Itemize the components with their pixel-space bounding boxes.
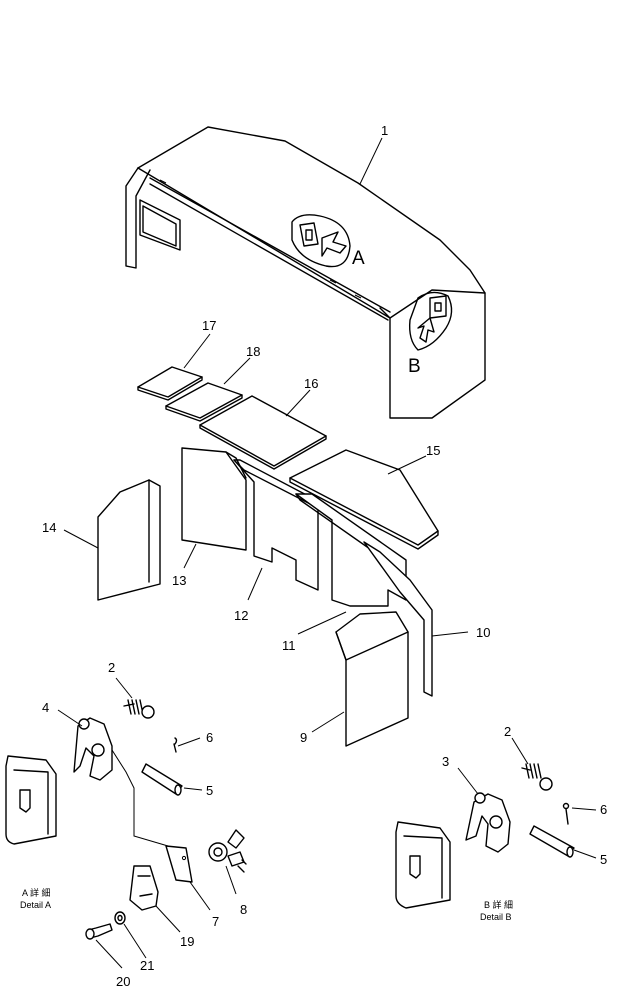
clip-6a	[173, 737, 178, 753]
view-label-b: B	[408, 356, 421, 377]
callout-labels: 1 17 18 16 15 14 13 12 11 10 9 2 4 6 5 8…	[42, 123, 607, 988]
panel-11	[295, 493, 407, 607]
callout-7: 7	[212, 914, 219, 929]
callout-6a: 6	[206, 730, 213, 745]
detail-a-caption: Detail A	[20, 900, 51, 910]
panel-9	[335, 611, 409, 747]
callout-4: 4	[42, 700, 49, 715]
bolt-20	[85, 923, 113, 940]
callout-11: 11	[282, 638, 296, 653]
callout-12: 12	[234, 608, 248, 623]
callout-15: 15	[426, 443, 440, 458]
callout-5a: 5	[206, 783, 213, 798]
panel-14	[97, 479, 161, 601]
callout-17: 17	[202, 318, 216, 333]
detail-a-caption-jp: A 詳 細	[22, 887, 51, 898]
spring-2a	[123, 699, 155, 719]
callout-20: 20	[116, 974, 130, 988]
callout-19: 19	[180, 934, 194, 949]
clip-6b	[562, 802, 570, 825]
callout-3: 3	[442, 754, 449, 769]
callout-2b: 2	[504, 724, 511, 739]
callout-21: 21	[140, 958, 154, 973]
mat-17	[137, 366, 203, 401]
view-label-a: A	[352, 248, 365, 269]
detail-b-hinge-3	[465, 792, 511, 853]
hood-cover	[125, 126, 486, 419]
leader-lines	[57, 137, 597, 969]
callout-9: 9	[300, 730, 307, 745]
detail-b-caption: Detail B	[480, 912, 512, 922]
plate-7	[165, 845, 193, 883]
pin-5a	[141, 763, 183, 796]
mat-16	[199, 395, 327, 470]
callout-1: 1	[381, 123, 388, 138]
detail-a-handle	[5, 755, 57, 845]
detail-a-hinge-4	[73, 717, 169, 847]
callout-8: 8	[240, 902, 247, 917]
callout-13: 13	[172, 573, 186, 588]
spring-2b	[521, 763, 553, 791]
callout-2a: 2	[108, 660, 115, 675]
callout-6b: 6	[600, 802, 607, 817]
bracket-19	[129, 865, 159, 911]
washer-21	[114, 911, 126, 925]
callout-10: 10	[476, 625, 490, 640]
mat-15	[289, 449, 439, 550]
mat-18	[165, 382, 243, 422]
callout-16: 16	[304, 376, 318, 391]
pin-5b	[529, 825, 575, 858]
detail-b-handle	[395, 821, 451, 909]
callout-5b: 5	[600, 852, 607, 867]
panel-10	[363, 541, 433, 697]
callout-18: 18	[246, 344, 260, 359]
callout-14: 14	[42, 520, 56, 535]
lock-8	[208, 829, 247, 873]
detail-b-caption-jp: B 詳 細	[484, 899, 513, 910]
panel-13	[181, 447, 247, 551]
